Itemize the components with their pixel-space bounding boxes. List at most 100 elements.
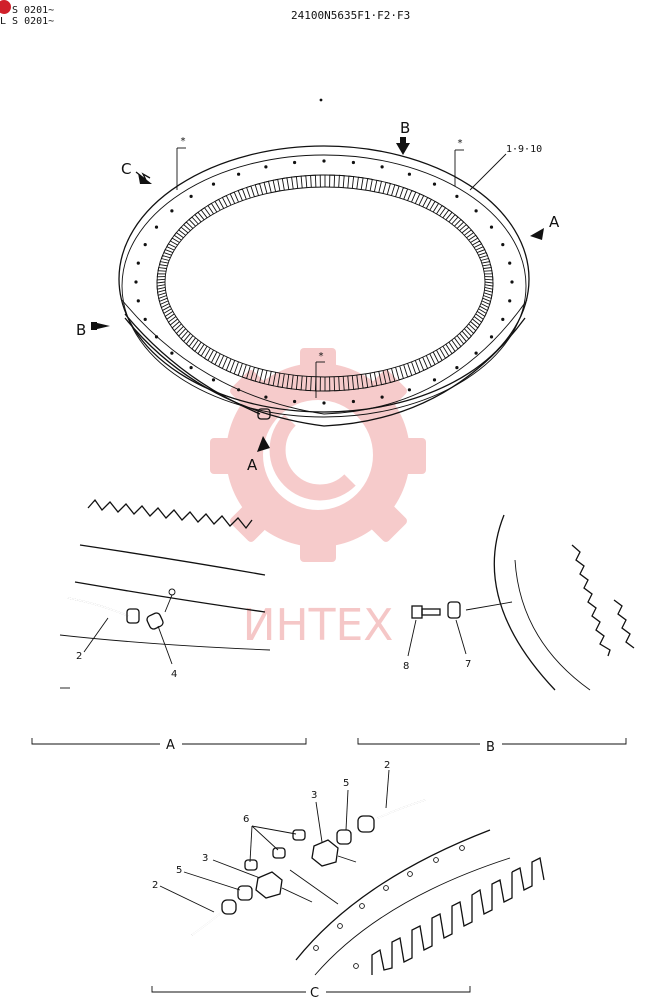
svg-text:B: B [400, 119, 410, 137]
bolt-hole [293, 399, 297, 404]
bolt-hole [508, 299, 512, 303]
part-code: 24100N5635F1·F2·F3 [291, 9, 410, 22]
detail-c: 2 5 3 6 3 5 2 C [151, 760, 545, 1000]
bolt-hole [489, 225, 494, 229]
bolt-hole [237, 388, 241, 392]
watermark-text: ИНТЕХ [243, 600, 394, 651]
detail-b-caption: B [486, 740, 495, 755]
bolt-hole [455, 366, 459, 370]
bolt-hole [189, 366, 193, 370]
view-arrow-b-top: B [396, 119, 410, 155]
ring-bolt-holes [134, 159, 514, 405]
bolt-hole [170, 351, 174, 355]
watermark-logo [210, 348, 426, 562]
bolt-hole [264, 395, 268, 399]
bolt-hole [143, 243, 147, 247]
bolt-hole [432, 378, 437, 382]
clip-bracket-icon [447, 601, 461, 619]
detail-a-caption: A [166, 738, 175, 753]
bolt-hole [508, 261, 512, 265]
svg-text:1·9·10: 1·9·10 [506, 144, 542, 155]
nipple-top-icon [272, 829, 306, 859]
svg-text:C: C [121, 160, 131, 178]
callout-a-4: 4 [171, 669, 177, 680]
bolt-hole [136, 299, 140, 303]
star-marker-bottom: * [315, 351, 325, 398]
callout-c-5-bottom: 5 [176, 865, 182, 876]
svg-text:*: * [180, 136, 186, 147]
view-arrow-b-left: B [76, 321, 110, 339]
view-arrow-a-right: A [530, 213, 560, 240]
swing-ring-main-view [118, 98, 530, 427]
callout-c-3-top: 3 [311, 790, 317, 801]
bolt-hole [134, 280, 138, 284]
block-bottom-icon [255, 871, 283, 899]
bolt-hole [510, 280, 514, 284]
callout-b-7: 7 [465, 659, 471, 670]
fitting-top-icon [336, 815, 375, 845]
bolt-hole [136, 261, 140, 265]
bolt-hole [489, 335, 494, 339]
bolt-hole [455, 194, 459, 198]
bolt-hole [154, 335, 159, 339]
bolt-hole [351, 399, 355, 404]
bolt-hole [351, 160, 355, 165]
svg-text:A: A [247, 456, 258, 474]
bolt-hole [380, 165, 384, 169]
callout-c-2-top: 2 [384, 760, 390, 771]
bolt-hole [501, 243, 505, 247]
serial-line-1: S 0201~ [12, 5, 54, 16]
bolt-hole [337, 923, 343, 929]
callout-b-8: 8 [403, 661, 409, 672]
callout-c-5-top: 5 [343, 778, 349, 789]
bolt-hole [359, 903, 365, 909]
bolt-hole [293, 160, 297, 165]
bolt-hole [353, 963, 359, 969]
bolt-hole [322, 159, 326, 163]
view-arrow-c: C [121, 160, 152, 184]
bolt-hole [211, 378, 216, 382]
bolt-hole [407, 388, 411, 392]
nipple-bottom-icon [244, 859, 258, 871]
grease-fitting-icon [257, 408, 271, 420]
star-marker-right: * [454, 138, 464, 186]
fitting-bottom-icon [221, 885, 253, 915]
bolt-hole [170, 209, 174, 213]
bolt-hole [189, 194, 193, 198]
callout-ring-parts: 1·9·10 [469, 144, 542, 191]
bolt-hole [407, 172, 411, 176]
serial-line-2: L S 0201~ [0, 16, 54, 27]
bolt-hole [154, 225, 159, 229]
detail-b: 8 7 B [357, 514, 635, 755]
bolt-hole [313, 945, 319, 951]
bolt-icon [411, 605, 441, 619]
bolt-hole [237, 172, 241, 176]
bolt-hole [432, 182, 437, 186]
callout-c-2-bottom: 2 [152, 880, 158, 891]
bolt-hole [474, 209, 478, 213]
bolt-hole [433, 857, 439, 863]
svg-text:A: A [549, 213, 560, 231]
corner-mark-icon [0, 0, 11, 14]
bolt-hole [211, 182, 216, 186]
bolt-hole [322, 401, 326, 405]
svg-text:*: * [318, 351, 324, 362]
svg-text:*: * [457, 138, 463, 149]
callout-c-3-bottom: 3 [202, 853, 208, 864]
bolt-hole [459, 845, 465, 851]
hose-fitting-icon [126, 588, 176, 630]
star-marker-left: * [176, 136, 186, 190]
bolt-hole [407, 871, 413, 877]
bolt-hole [501, 317, 505, 321]
svg-text:B: B [76, 321, 86, 339]
callout-c-6: 6 [243, 814, 249, 825]
block-top-icon [311, 839, 339, 867]
bolt-hole [474, 351, 478, 355]
detail-c-caption: C [310, 986, 319, 1000]
bolt-hole [380, 395, 384, 399]
view-arrow-a-bottom: A [247, 436, 270, 474]
bolt-hole [143, 317, 147, 321]
bolt-hole [264, 165, 268, 169]
detail-a: 2 4 A [31, 498, 307, 753]
